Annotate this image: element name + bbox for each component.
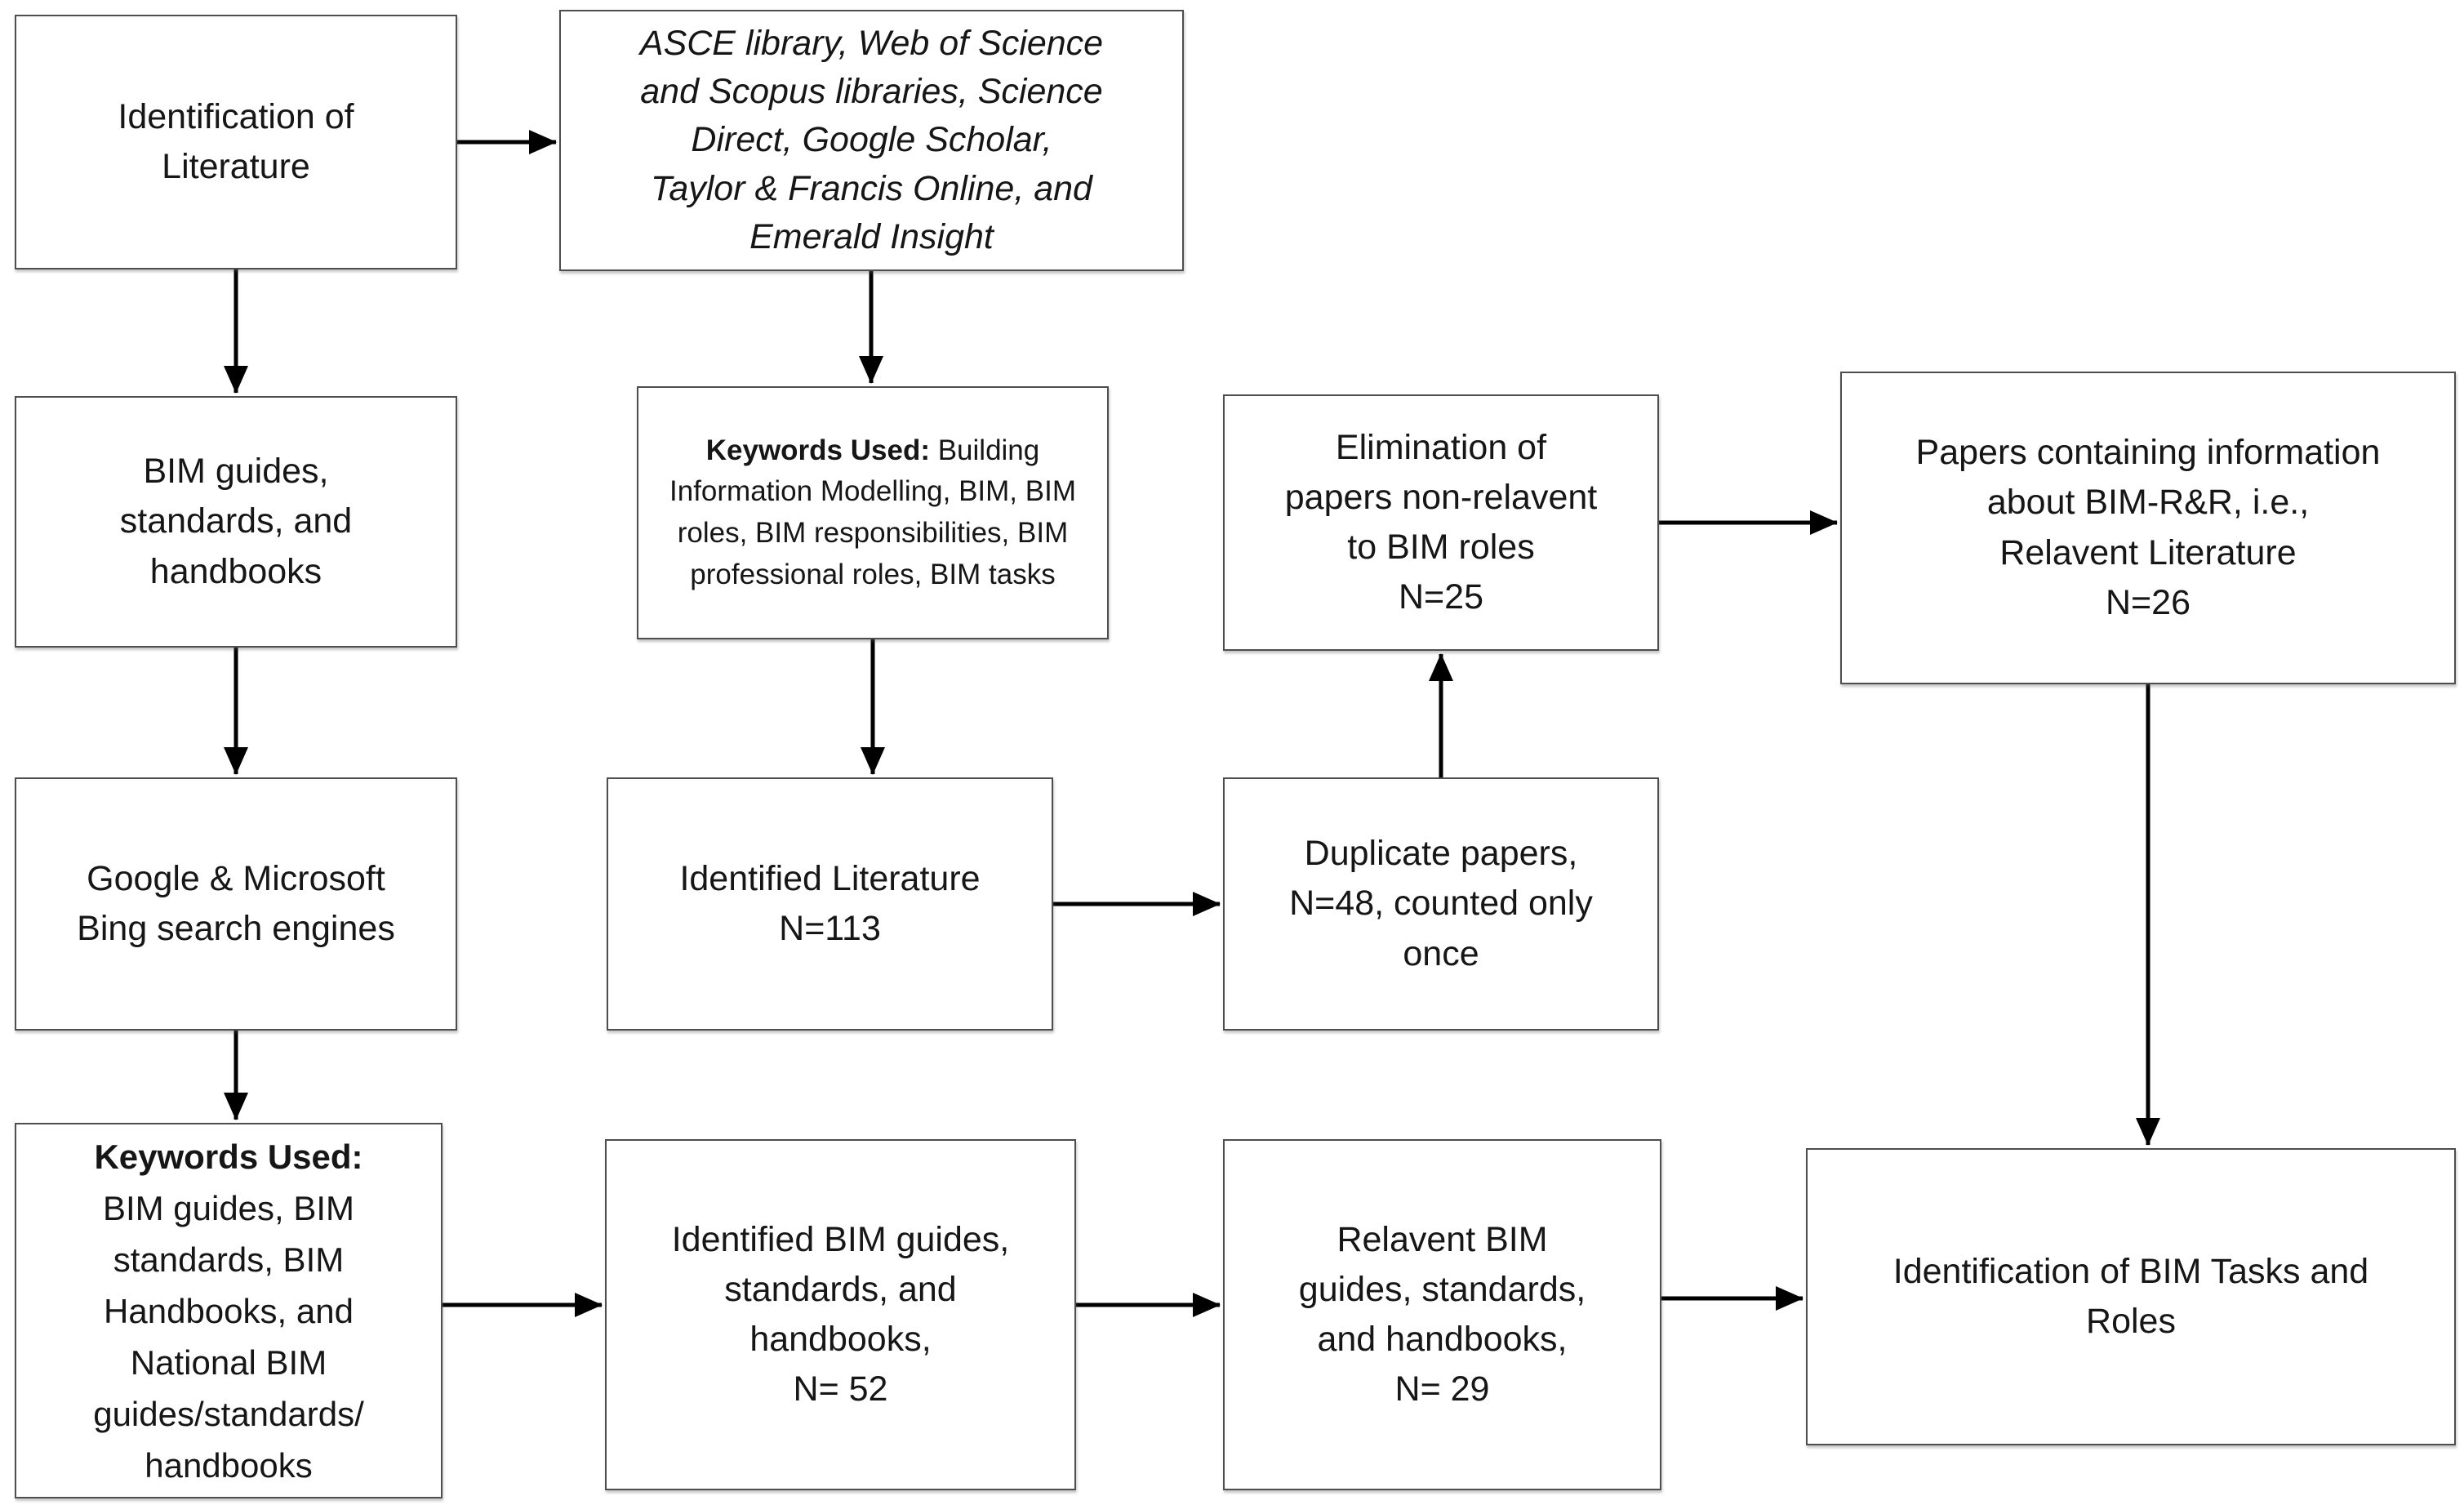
node-label: Google & Microsoft Bing search engines [77, 858, 395, 948]
node-label: Relavent BIM guides, standards, and hand… [1298, 1219, 1586, 1409]
node-label: Duplicate papers, N=48, counted only onc… [1289, 834, 1593, 973]
node-label: Identification of BIM Tasks and Roles [1892, 1251, 2369, 1341]
keywords-prefix: Keywords Used: [705, 434, 930, 466]
node-label: Identification of Literature [118, 96, 354, 186]
node-identified-bim-guides: Identified BIM guides, standards, and ha… [605, 1139, 1076, 1490]
node-keywords-used-papers: Keywords Used: Building Information Mode… [637, 386, 1109, 639]
node-relevant-literature: Papers containing information about BIM-… [1840, 372, 2456, 684]
node-label: BIM guides, standards, and handbooks [119, 452, 353, 591]
node-search-engines: Google & Microsoft Bing search engines [15, 777, 457, 1031]
node-duplicate-papers: Duplicate papers, N=48, counted only onc… [1223, 777, 1659, 1031]
keywords-prefix: Keywords Used: [94, 1137, 363, 1176]
node-label: Elimination of papers non-relavent to BI… [1284, 427, 1598, 617]
node-relevant-bim-guides: Relavent BIM guides, standards, and hand… [1223, 1139, 1661, 1490]
keywords-rest: Building Information Modelling, BIM, BIM… [669, 434, 1076, 590]
node-identified-literature: Identified Literature N=113 [607, 777, 1053, 1031]
node-label: Keywords Used: BIM guides, BIM standards,… [93, 1131, 364, 1491]
node-label: Identified BIM guides, standards, and ha… [671, 1219, 1010, 1409]
node-keywords-used-guides: Keywords Used: BIM guides, BIM standards,… [15, 1123, 443, 1498]
node-label: ASCE library, Web of Science and Scopus … [639, 23, 1104, 256]
node-label: Keywords Used: Building Information Mode… [653, 430, 1092, 596]
node-identification-of-literature: Identification of Literature [15, 15, 457, 269]
node-identification-bim-tasks-roles: Identification of BIM Tasks and Roles [1806, 1148, 2456, 1445]
node-label: Papers containing information about BIM-… [1915, 433, 2381, 622]
keywords-rest: BIM guides, BIM standards, BIM Handbooks… [93, 1188, 364, 1485]
node-elimination-non-relevant: Elimination of papers non-relavent to BI… [1223, 394, 1659, 651]
node-bim-guides-standards-handbooks: BIM guides, standards, and handbooks [15, 396, 457, 648]
node-label: Identified Literature N=113 [679, 858, 981, 948]
node-literature-sources: ASCE library, Web of Science and Scopus … [559, 10, 1184, 271]
